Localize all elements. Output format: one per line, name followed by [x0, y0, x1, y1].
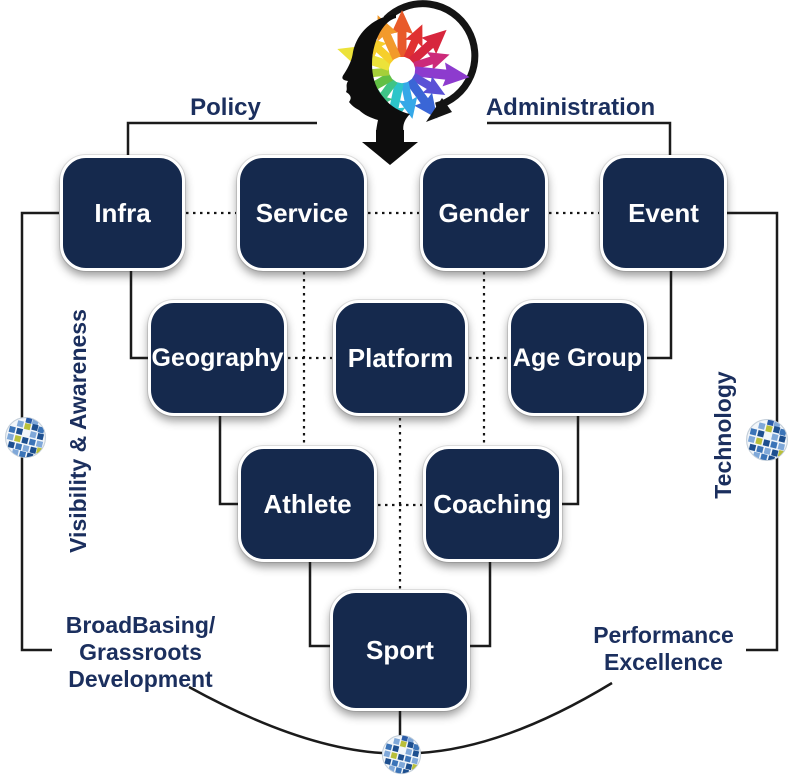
label-visibility-awareness: Visibility & Awareness: [65, 309, 91, 553]
node-geography: Geography: [148, 300, 287, 416]
label-line: Performance: [593, 622, 734, 648]
node-platform: Platform: [333, 300, 468, 416]
node-gender: Gender: [420, 155, 548, 271]
label-performance-excellence: Performance Excellence: [556, 622, 771, 676]
node-coaching: Coaching: [423, 446, 562, 562]
label-line: Development: [68, 666, 213, 692]
node-service: Service: [237, 155, 367, 271]
node-athlete: Athlete: [238, 446, 377, 562]
node-age-group: Age Group: [508, 300, 647, 416]
label-broadbasing-grassroots-development: BroadBasing/ Grassroots Development: [38, 612, 243, 693]
node-infra: Infra: [60, 155, 185, 271]
label-line: BroadBasing/: [65, 612, 216, 638]
globe-icon-left: [2, 413, 50, 467]
label-line: Excellence: [604, 649, 723, 675]
node-event: Event: [600, 155, 727, 271]
label-line: Grassroots: [79, 639, 202, 665]
label-administration: Administration: [485, 94, 656, 121]
globe-icon-bottom: [379, 731, 425, 777]
globe-icon-right: [743, 415, 792, 470]
node-sport: Sport: [330, 590, 470, 711]
label-policy: Policy: [190, 94, 261, 121]
idea-head-icon: [337, 0, 479, 165]
label-technology: Technology: [710, 371, 736, 499]
